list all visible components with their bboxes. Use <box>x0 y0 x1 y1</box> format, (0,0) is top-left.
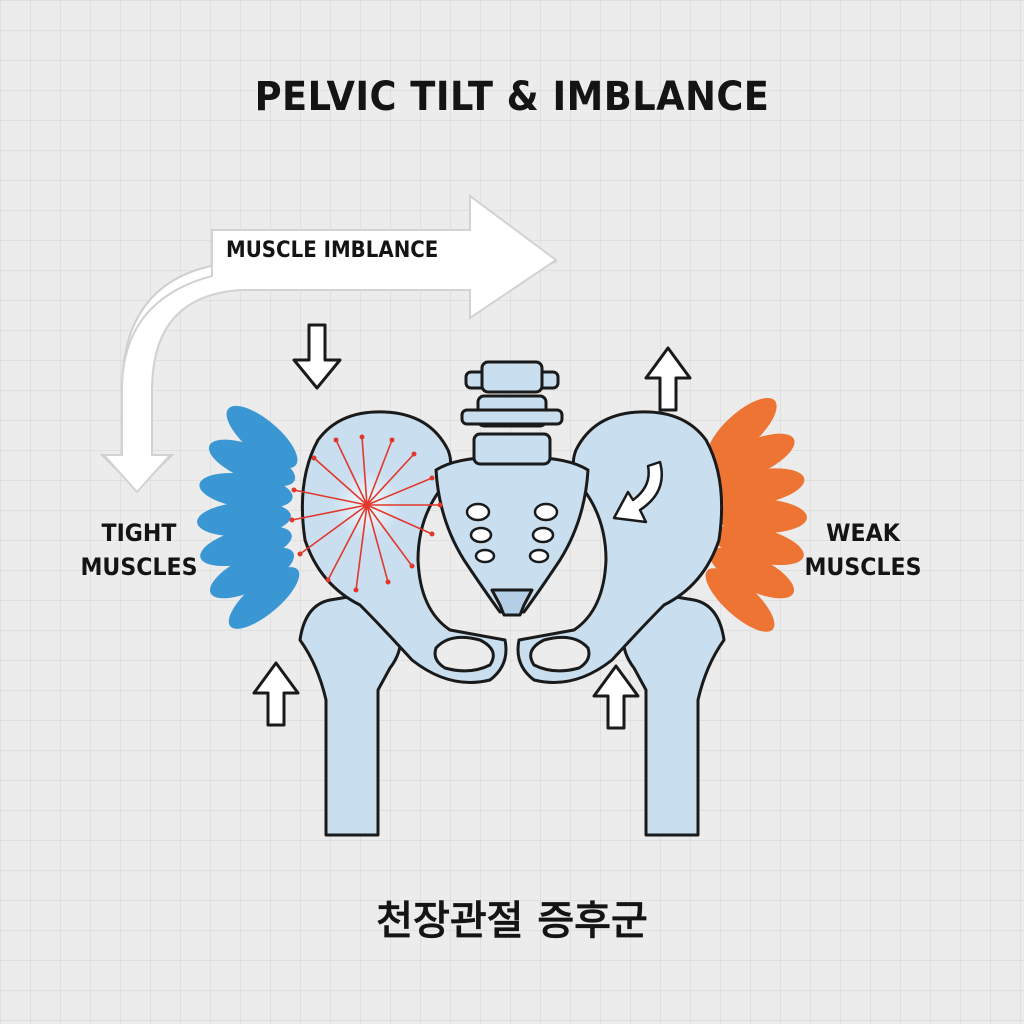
left-obturator <box>433 635 495 673</box>
tight-label-line2: MUSCLES <box>80 553 198 581</box>
pain-burst-icon <box>289 434 443 593</box>
up-arrow-icon <box>592 664 640 730</box>
right-obturator <box>529 635 591 673</box>
korean-caption: 천장관절 증후군 <box>376 898 648 944</box>
tight-muscles-label: TIGHT MUSCLES <box>64 516 214 584</box>
tight-muscle-fan <box>197 405 300 629</box>
diagram-title: PELVIC TILT & IMBLANCE <box>254 74 770 120</box>
down-arrow-icon <box>292 323 342 390</box>
weak-label-line1: WEAK <box>826 519 900 547</box>
rotation-arrow-icon <box>612 460 663 524</box>
sacral-foramina <box>465 502 559 564</box>
up-arrow-icon <box>644 346 692 412</box>
weak-muscles-label: WEAK MUSCLES <box>788 516 938 584</box>
weak-muscle-fan <box>705 397 807 632</box>
coccyx <box>490 588 534 617</box>
up-arrow-icon <box>252 661 300 727</box>
tight-label-line1: TIGHT <box>101 519 177 547</box>
right-ilium <box>516 410 724 684</box>
curved-arrow-icon <box>99 194 559 494</box>
lumbar-vertebrae <box>460 360 564 466</box>
weak-label-line2: MUSCLES <box>804 553 922 581</box>
arrow-label: MUSCLE IMBLANCE <box>226 238 439 263</box>
